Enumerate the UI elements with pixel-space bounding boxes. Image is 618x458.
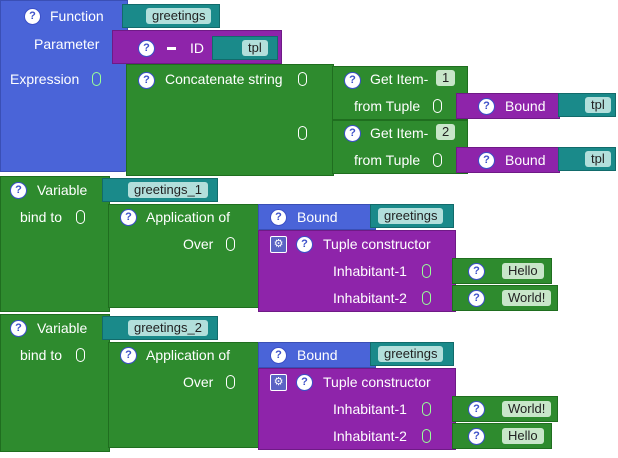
expression-label: Expression: [10, 71, 80, 87]
help-icon[interactable]: ?: [270, 209, 287, 226]
bound-label: Bound: [297, 209, 338, 225]
inhabitant-1-label: Inhabitant-1: [333, 263, 407, 279]
help-icon[interactable]: ?: [138, 40, 155, 57]
help-icon[interactable]: ?: [468, 290, 485, 307]
minus-icon[interactable]: [167, 47, 176, 50]
application-label: Application of: [146, 209, 231, 225]
help-icon[interactable]: ?: [120, 209, 137, 226]
inhabitant-2-slot[interactable]: [422, 429, 431, 443]
string-field[interactable]: Hello: [502, 263, 544, 279]
tuple-constructor-block[interactable]: [258, 368, 456, 450]
bound-label: Bound: [505, 152, 546, 168]
string-field[interactable]: World!: [502, 290, 552, 306]
from-tuple-label: from Tuple: [354, 98, 421, 114]
bind-to-label: bind to: [20, 347, 63, 363]
gear-icon[interactable]: ⚙: [270, 374, 287, 391]
help-icon[interactable]: ?: [296, 236, 313, 253]
over-slot[interactable]: [226, 375, 235, 389]
variable-block[interactable]: [0, 314, 110, 452]
variable-name-field[interactable]: greetings_2: [128, 320, 208, 336]
tuple-slot[interactable]: [433, 99, 442, 113]
get-item-label: Get Item-: [370, 125, 429, 141]
help-icon[interactable]: ?: [468, 428, 485, 445]
get-item-label: Get Item-: [370, 71, 429, 87]
inhabitant-1-slot[interactable]: [422, 402, 431, 416]
item-index-field[interactable]: 1: [436, 70, 456, 86]
help-icon[interactable]: ?: [270, 347, 287, 364]
function-block[interactable]: [0, 0, 128, 172]
tuple-label: Tuple constructor: [323, 236, 431, 252]
bound-name-field[interactable]: tpl: [585, 151, 611, 167]
bound-label: Bound: [297, 347, 338, 363]
gear-icon[interactable]: ⚙: [270, 236, 287, 253]
help-icon[interactable]: ?: [478, 152, 495, 169]
help-icon[interactable]: ?: [24, 8, 41, 25]
help-icon[interactable]: ?: [344, 72, 361, 89]
bound-block[interactable]: [456, 93, 560, 119]
over-label: Over: [183, 374, 214, 390]
tuple-label: Tuple constructor: [323, 374, 431, 390]
concat-slot-2[interactable]: [298, 126, 307, 140]
expression-slot[interactable]: [92, 72, 101, 86]
inhabitant-1-label: Inhabitant-1: [333, 401, 407, 417]
concat-slot-1[interactable]: [298, 72, 307, 86]
help-icon[interactable]: ?: [10, 320, 27, 337]
inhabitant-2-label: Inhabitant-2: [333, 428, 407, 444]
param-name-field[interactable]: tpl: [242, 40, 268, 56]
help-icon[interactable]: ?: [10, 182, 27, 199]
inhabitant-2-slot[interactable]: [422, 291, 431, 305]
over-label: Over: [183, 236, 214, 252]
bind-slot[interactable]: [76, 348, 85, 362]
help-icon[interactable]: ?: [296, 374, 313, 391]
help-icon[interactable]: ?: [468, 263, 485, 280]
tuple-constructor-block[interactable]: [258, 230, 456, 312]
help-icon[interactable]: ?: [138, 72, 155, 89]
variable-name-field[interactable]: greetings_1: [128, 182, 208, 198]
param-id-label: ID: [190, 40, 204, 56]
bound-block[interactable]: [456, 147, 560, 173]
variable-label: Variable: [37, 320, 88, 336]
from-tuple-label: from Tuple: [354, 152, 421, 168]
help-icon[interactable]: ?: [478, 98, 495, 115]
string-field[interactable]: Hello: [502, 428, 544, 444]
string-field[interactable]: World!: [502, 401, 552, 417]
concat-label: Concatenate string: [165, 71, 283, 87]
function-label: Function: [50, 8, 104, 24]
bound-name-field[interactable]: greetings: [378, 346, 444, 362]
bound-label: Bound: [505, 98, 546, 114]
bind-to-label: bind to: [20, 209, 63, 225]
over-slot[interactable]: [226, 237, 235, 251]
bound-name-field[interactable]: greetings: [378, 208, 444, 224]
item-index-field[interactable]: 2: [436, 124, 456, 140]
tuple-slot[interactable]: [433, 153, 442, 167]
help-icon[interactable]: ?: [344, 125, 361, 142]
variable-label: Variable: [37, 182, 88, 198]
inhabitant-1-slot[interactable]: [422, 264, 431, 278]
help-icon[interactable]: ?: [468, 401, 485, 418]
bind-slot[interactable]: [76, 210, 85, 224]
function-name-field[interactable]: greetings: [146, 8, 212, 24]
bound-name-field[interactable]: tpl: [585, 97, 611, 113]
application-label: Application of: [146, 347, 231, 363]
help-icon[interactable]: ?: [120, 347, 137, 364]
parameter-label: Parameter: [34, 36, 100, 52]
inhabitant-2-label: Inhabitant-2: [333, 290, 407, 306]
